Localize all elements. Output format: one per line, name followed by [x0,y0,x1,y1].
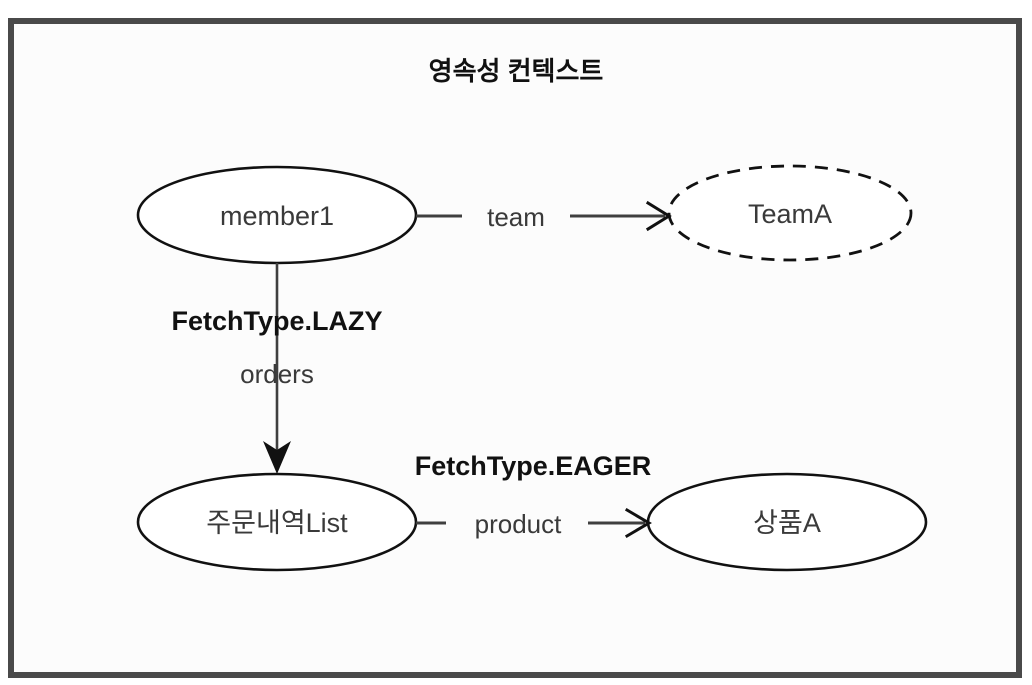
node-productA-label: 상품A [753,508,821,538]
edge-orders-product-arrowhead-icon [624,507,652,539]
diagram-title: 영속성 컨텍스트 [429,56,604,86]
edge-member-orders-fetch-annotation: FetchType.LAZY [171,306,382,336]
node-teamA[interactable] [667,164,913,262]
edge-orders-product-label: product [475,509,562,539]
node-member1-label: member1 [220,201,334,231]
edge-member-orders-arrowhead-icon [263,441,291,474]
diagram-frame [8,18,1022,678]
node-orders-list-label: 주문내역List [206,508,348,538]
node-teamA-label: TeamA [748,199,832,229]
edge-member-orders-label: orders [240,359,314,389]
edge-orders-product-fetch-annotation: FetchType.EAGER [415,451,652,481]
edge-member-team-arrowhead-icon [645,200,672,232]
edge-member-team-label: team [487,202,545,232]
